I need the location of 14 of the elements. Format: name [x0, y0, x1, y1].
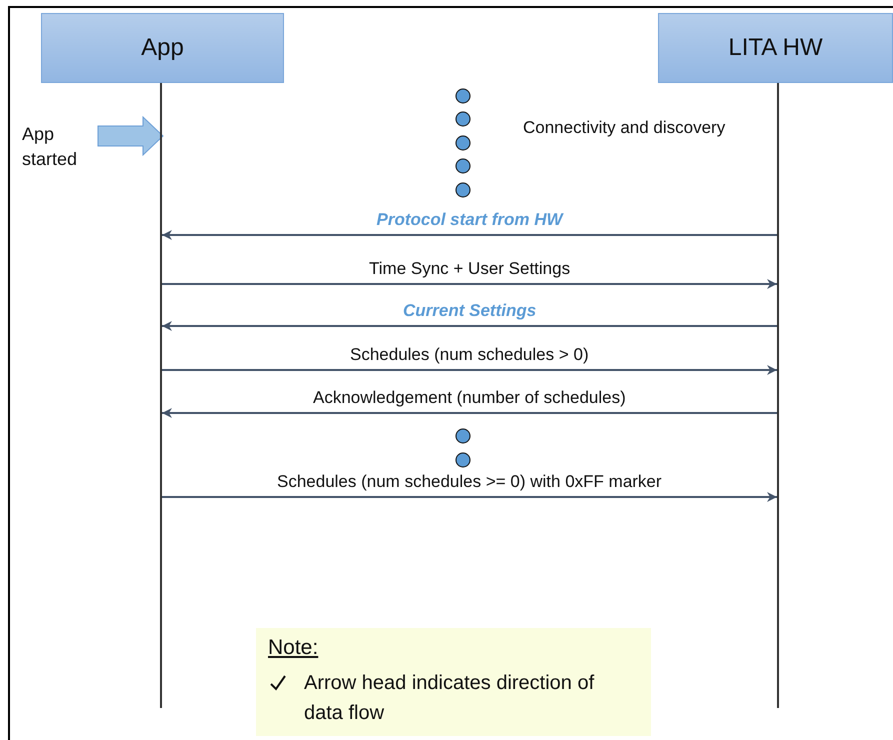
message-arrow — [162, 492, 777, 502]
message-arrow — [162, 321, 777, 331]
participant-box: App — [41, 13, 284, 83]
message-arrow — [162, 230, 777, 240]
lifeline — [160, 83, 162, 708]
block-arrow — [98, 116, 164, 156]
participant-box: LITA HW — [658, 13, 893, 83]
note-text: Arrow head indicates direction of data flow — [304, 671, 596, 726]
annotation-text: App started — [22, 123, 78, 171]
message-arrow — [162, 408, 777, 418]
message-arrow — [162, 279, 777, 289]
message-arrow — [162, 365, 777, 375]
lifeline — [777, 83, 779, 708]
note-heading: Note: — [268, 636, 318, 660]
